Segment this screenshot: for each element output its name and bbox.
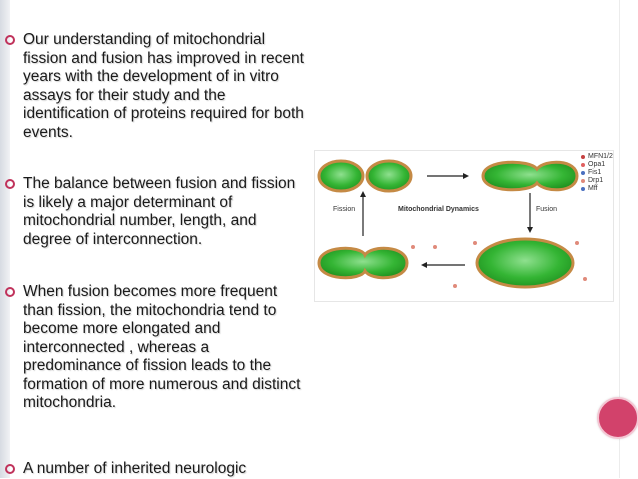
legend-item: Mff <box>588 185 598 192</box>
decorative-circle <box>597 397 638 439</box>
bullet-4: A number of inherited neurologic <box>5 460 305 479</box>
mitochondrion-icon <box>481 160 579 192</box>
bullet-text: The balance between fusion and fission i… <box>23 175 296 248</box>
figure-fusion-label: Fusion <box>536 206 558 213</box>
bullet-marker-icon <box>5 35 15 45</box>
mitochondrion-icon <box>475 237 575 289</box>
legend-marker-icon <box>581 163 585 167</box>
legend-marker-icon <box>581 179 585 183</box>
legend-marker-icon <box>581 155 585 159</box>
bullet-marker-icon <box>5 179 15 189</box>
legend-item: Opa1 <box>588 161 606 168</box>
mitochondrion-icon <box>317 246 409 280</box>
legend-item: MFN1/2 <box>588 153 613 160</box>
bullet-text: When fusion becomes more frequent than f… <box>23 283 301 411</box>
mitochondria-diagram <box>317 155 587 289</box>
bullet-2: The balance between fusion and fission i… <box>5 175 305 249</box>
bullet-marker-icon <box>5 287 15 297</box>
right-divider <box>619 0 620 478</box>
legend-item: Fis1 <box>588 169 602 176</box>
bullet-marker-icon <box>5 464 15 474</box>
legend-item: Drp1 <box>588 177 604 184</box>
legend-marker-icon <box>581 171 585 175</box>
figure-center-label: Mitochondrial Dynamics <box>398 206 479 213</box>
arrow-icon <box>527 227 533 233</box>
bullet-1: Our understanding of mitochondrial fissi… <box>5 31 305 142</box>
arrow-icon <box>360 191 366 197</box>
mitochondrion-icon <box>317 159 365 193</box>
bullet-text: Our understanding of mitochondrial fissi… <box>23 31 304 141</box>
legend-marker-icon <box>581 187 585 191</box>
arrow-icon <box>421 262 427 268</box>
bullet-3: When fusion becomes more frequent than f… <box>5 283 305 413</box>
mitochondrion-icon <box>365 159 413 193</box>
left-rail <box>0 0 10 478</box>
bullet-text: A number of inherited neurologic <box>23 460 247 477</box>
figure-fission-label: Fission <box>333 206 356 213</box>
arrow-icon <box>463 173 469 179</box>
mitochondrial-dynamics-figure: Mitochondrial Dynamics Fission Fusion MF… <box>314 150 614 302</box>
